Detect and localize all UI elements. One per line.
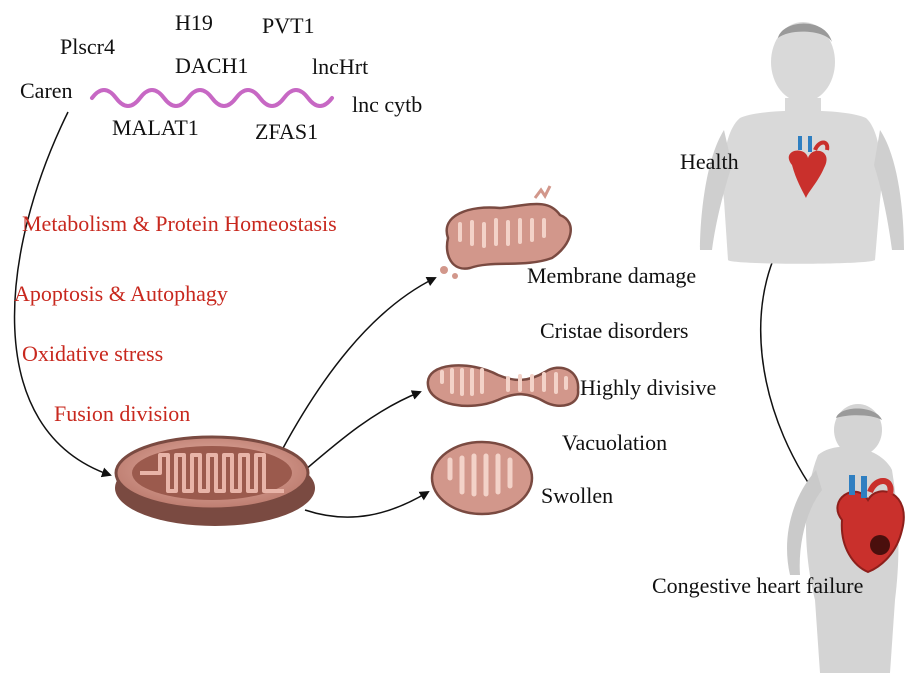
large-mitochondrion — [115, 437, 315, 526]
lncrna-dach1-label: DACH1 — [175, 55, 248, 77]
arrow-to-swollen-mitochondrion — [305, 492, 428, 517]
lncrna-plscr4-label: Plscr4 — [60, 36, 115, 58]
lncrna-zfas1-label: ZFAS1 — [255, 121, 318, 143]
lncrna-caren-label: Caren — [20, 80, 73, 102]
state-health-label: Health — [680, 151, 739, 173]
change-vacuolation: Vacuolation — [562, 432, 667, 454]
arrow-to-damaged-mitochondrion — [282, 278, 435, 450]
arrow-to-divisive-mitochondrion — [305, 392, 420, 470]
swollen-mitochondrion — [432, 442, 532, 514]
lncrna-lnchrt-label: lncHrt — [312, 56, 368, 78]
change-cristae-disorders: Cristae disorders — [540, 320, 688, 342]
lncrna-lnc-cytb-label: lnc cytb — [352, 94, 422, 116]
change-highly-divisive: Highly divisive — [580, 377, 716, 399]
mechanism-apoptosis-autophagy: Apoptosis & Autophagy — [14, 283, 228, 305]
mechanism-oxidative-stress: Oxidative stress — [22, 343, 163, 365]
state-congestive-heart-failure-label: Congestive heart failure — [652, 575, 863, 597]
lncrna-h19-label: H19 — [175, 12, 213, 34]
lncrna-wave — [92, 90, 332, 106]
lncrna-pvt1-label: PVT1 — [262, 15, 315, 37]
divisive-mitochondrion — [428, 365, 578, 405]
change-membrane-damage: Membrane damage — [527, 265, 696, 287]
change-swollen: Swollen — [541, 485, 613, 507]
mechanism-metabolism-protein-homeostasis: Metabolism & Protein Homeostasis — [22, 213, 337, 235]
lncrna-malat1-label: MALAT1 — [112, 117, 199, 139]
mechanism-fusion-division: Fusion division — [54, 403, 190, 425]
